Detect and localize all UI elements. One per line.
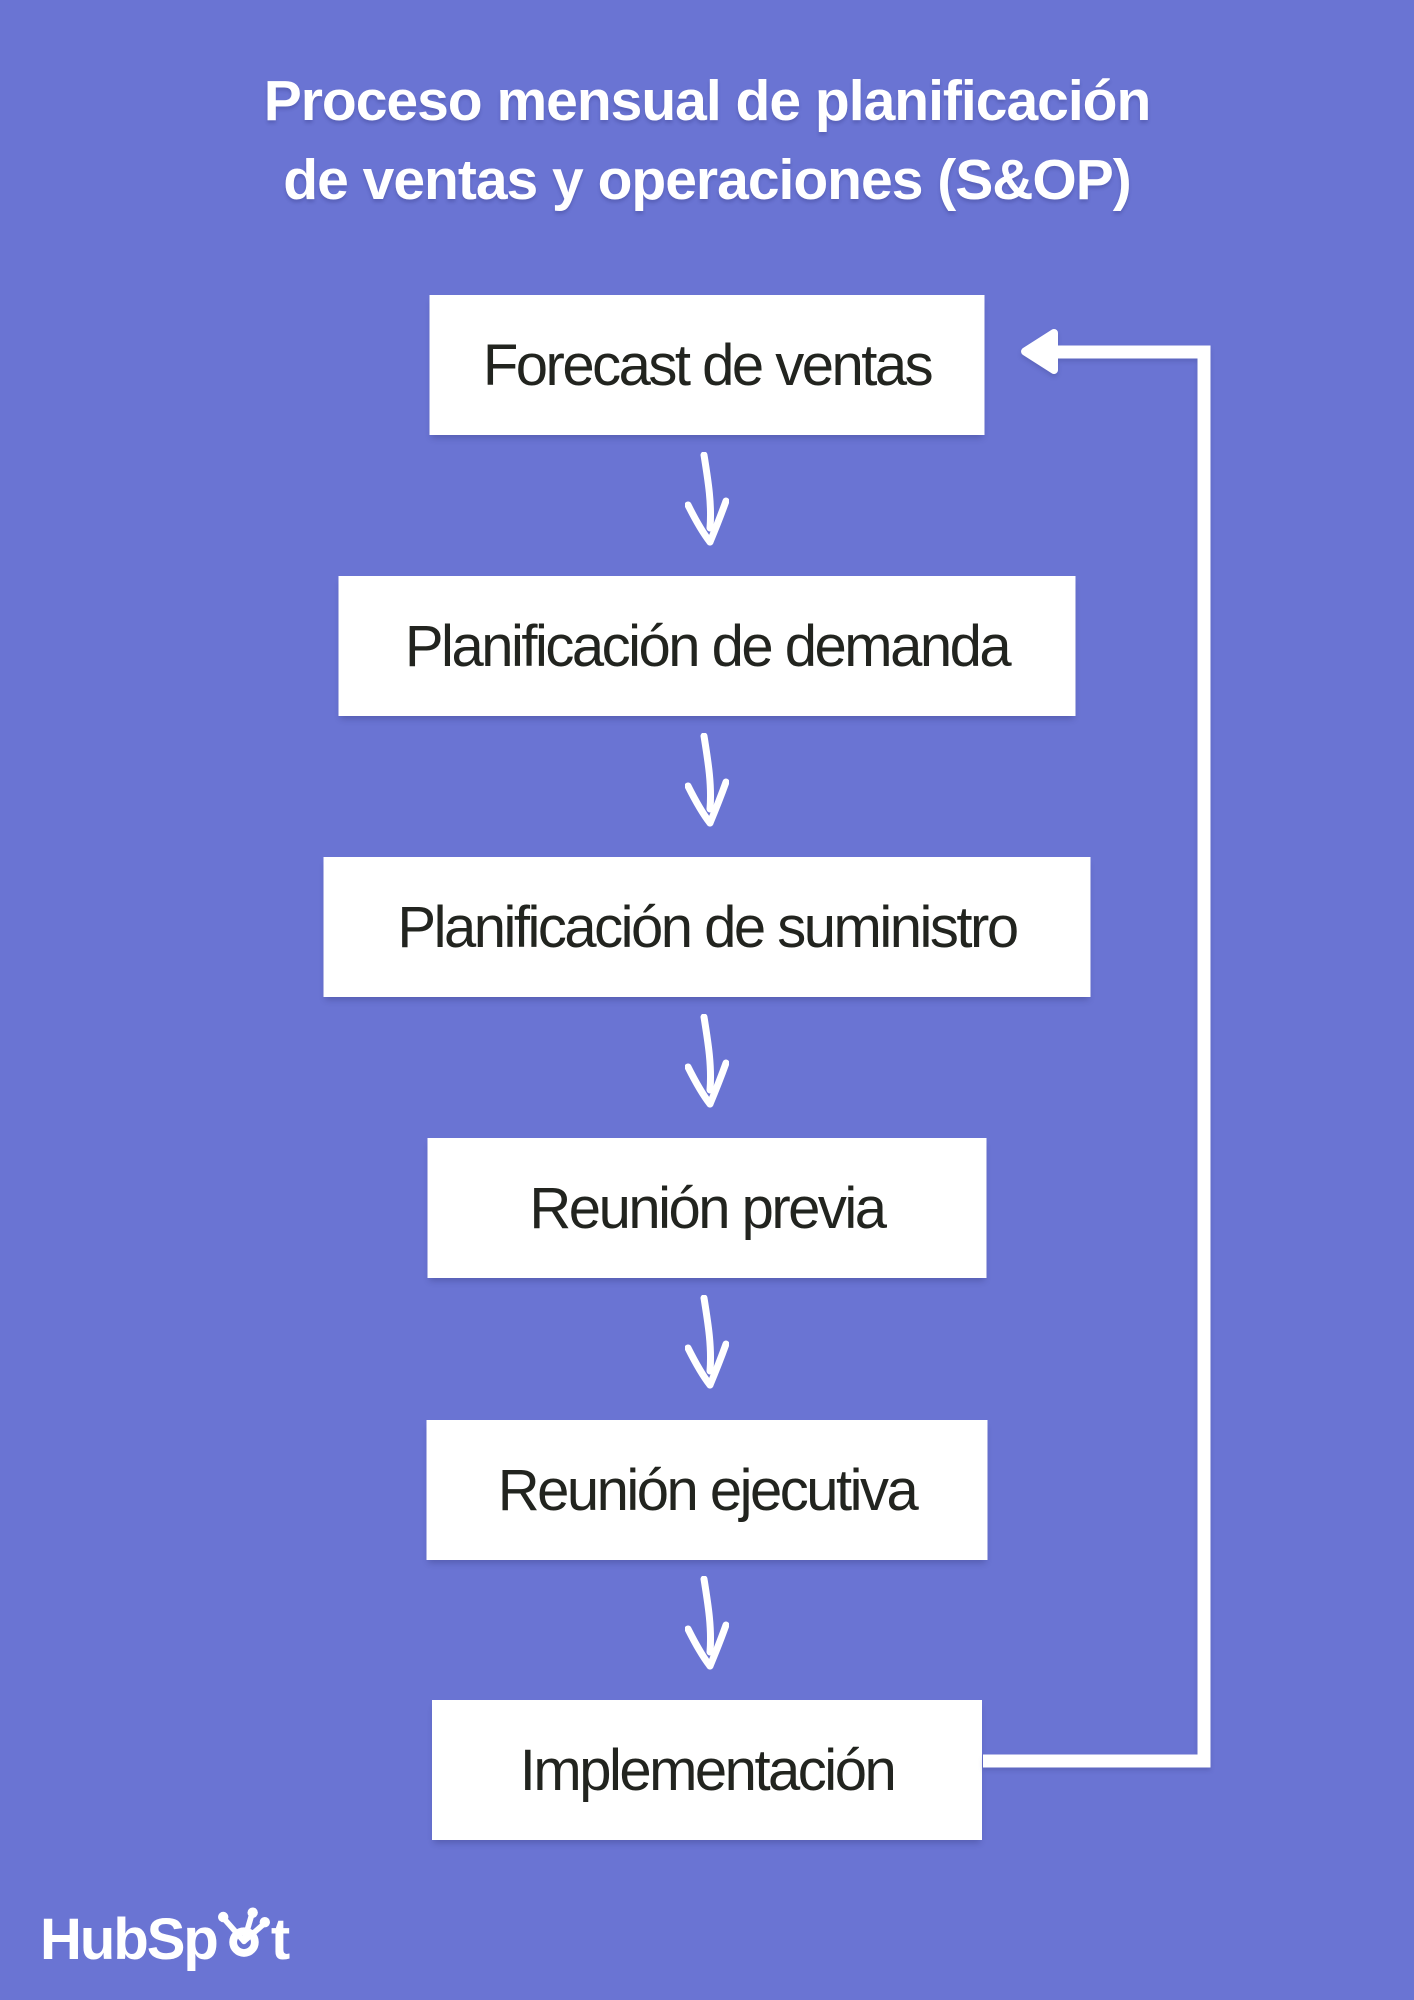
down-arrow-icon bbox=[685, 1576, 729, 1670]
down-arrow-icon bbox=[685, 1295, 729, 1389]
flow-step-supply-planning: Planificación de suministro bbox=[323, 857, 1091, 997]
down-arrow-icon bbox=[685, 1014, 729, 1108]
flow-step-demand-planning: Planificación de demanda bbox=[338, 576, 1076, 716]
flow-step-forecast: Forecast de ventas bbox=[429, 295, 985, 435]
flow-step-label: Forecast de ventas bbox=[482, 332, 934, 398]
flow-step-label: Planificación de suministro bbox=[397, 894, 1019, 960]
down-arrow-icon bbox=[685, 452, 729, 546]
hubspot-logo: HubSp t bbox=[40, 1898, 290, 1972]
hubspot-sprocket-icon bbox=[217, 1907, 270, 1957]
title-line-2: de ventas y operaciones (S&OP) bbox=[283, 148, 1131, 212]
flow-step-executive-meeting: Reunión ejecutiva bbox=[426, 1420, 988, 1560]
flow-step-label: Implementación bbox=[519, 1737, 897, 1803]
flow-step-implementation: Implementación bbox=[432, 1700, 982, 1840]
flow-step-label: Reunión previa bbox=[529, 1175, 887, 1241]
flow-step-label: Reunión ejecutiva bbox=[497, 1457, 919, 1523]
logo-text-prefix: HubSp bbox=[40, 1907, 219, 1972]
logo-text-suffix: t bbox=[270, 1907, 290, 1972]
flow-step-pre-meeting: Reunión previa bbox=[427, 1138, 987, 1278]
down-arrow-icon bbox=[685, 733, 729, 827]
page-title: Proceso mensual de planificación de vent… bbox=[0, 62, 1414, 220]
flow-step-label: Planificación de demanda bbox=[404, 613, 1012, 679]
title-line-1: Proceso mensual de planificación bbox=[263, 69, 1152, 133]
